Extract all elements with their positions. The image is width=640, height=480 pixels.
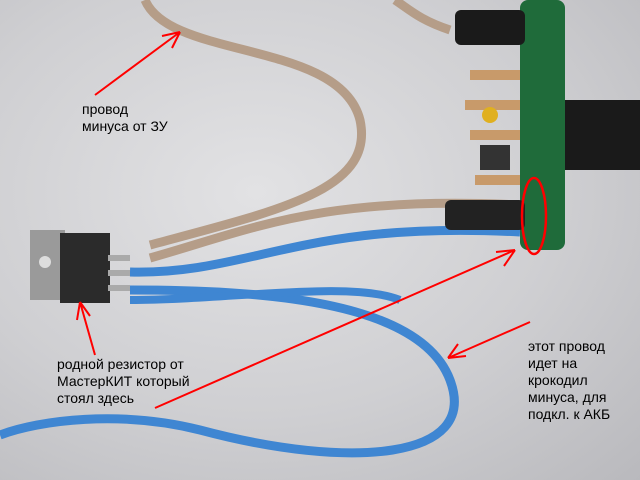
label-charger-minus-wire: провод минуса от ЗУ	[82, 101, 168, 134]
label-wire-to-clip: этот провод идет на крокодил минуса, для…	[528, 338, 611, 422]
capacitor	[455, 10, 525, 45]
arrow-to-resistor	[76, 301, 96, 356]
beige-wire-charger	[140, 0, 366, 250]
arrow-to-board	[154, 249, 516, 409]
highlight-ellipse	[520, 176, 548, 256]
blue-wire-1	[129, 225, 521, 277]
pcb-board	[520, 0, 565, 250]
arrows	[76, 31, 531, 409]
arrow-to-blue-wire	[447, 321, 531, 359]
arrow-to-charger-wire	[94, 31, 181, 96]
resistor-body	[60, 233, 110, 303]
beige-wire-top	[392, 0, 452, 35]
label-original-resistor: родной резистор от МастерКИТ который сто…	[57, 356, 190, 406]
blue-wire-2	[0, 285, 459, 458]
blue-wire-3	[129, 287, 402, 304]
